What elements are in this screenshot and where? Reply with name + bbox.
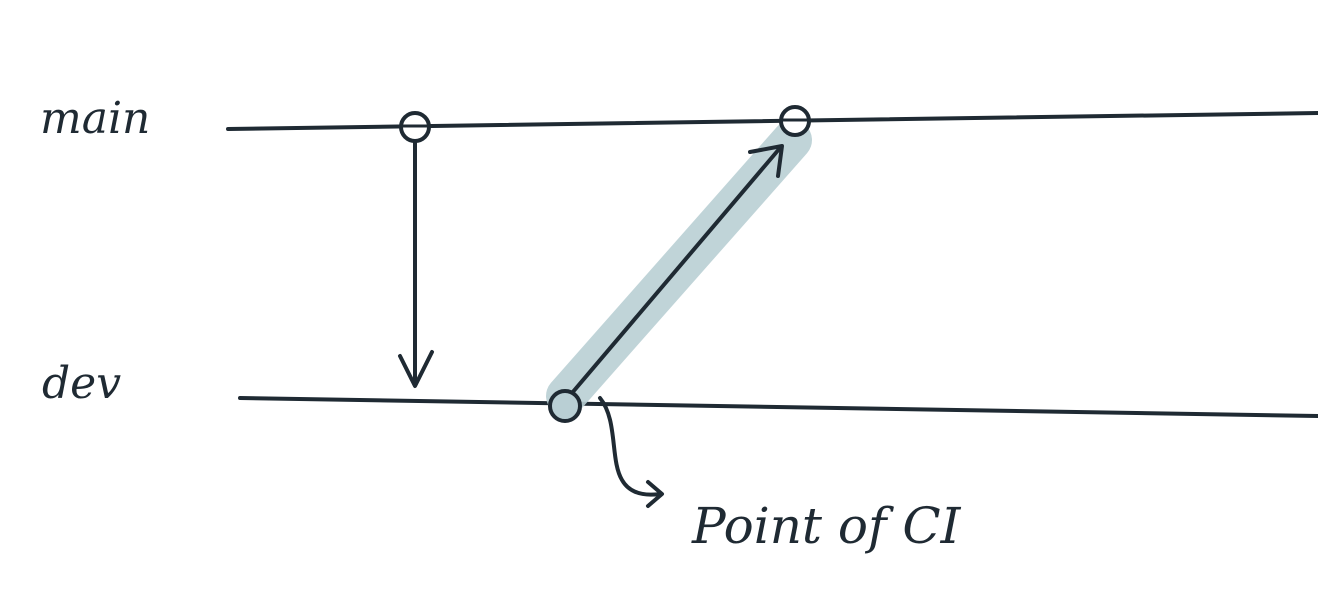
- branch-line-dev: [238, 396, 1318, 418]
- annotation-pointer: [598, 396, 662, 497]
- branch-label-dev: dev: [42, 358, 121, 409]
- annotation-pointer-arrowhead: [646, 480, 664, 508]
- branch-label-main: main: [40, 93, 150, 144]
- merge-arrow: [570, 146, 782, 395]
- branch-off-arrowhead: [398, 350, 434, 388]
- commit-node-dev-ci-point: [548, 389, 582, 423]
- commit-node-main-branch-point: [399, 111, 431, 143]
- annotation-text: Point of CI: [691, 497, 962, 555]
- branch-line-main: [226, 111, 1318, 131]
- commit-node-main-merge: [779, 105, 811, 137]
- merge-arrowhead: [748, 144, 784, 178]
